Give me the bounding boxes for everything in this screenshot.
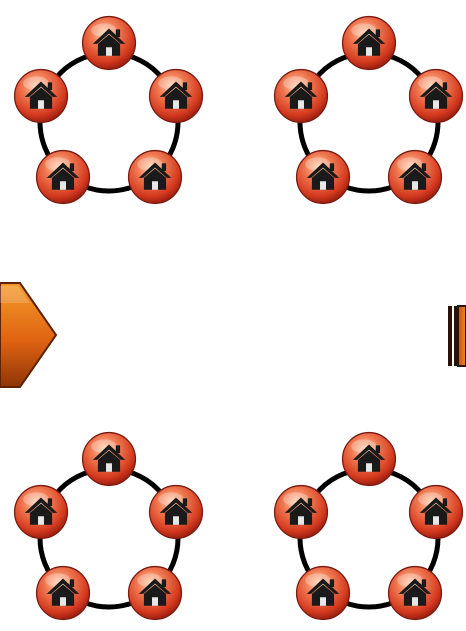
block-arrow-right-icon <box>448 305 466 367</box>
chevron-arrow-right-icon <box>0 282 58 388</box>
cluster-bottom-right <box>273 431 464 621</box>
house-node-icon <box>13 484 69 540</box>
house-node-icon <box>127 149 183 205</box>
house-node-icon <box>387 149 443 205</box>
house-node-icon <box>13 68 69 124</box>
cluster-bottom-left <box>13 431 204 621</box>
house-node-icon <box>408 68 464 124</box>
house-node-icon <box>81 431 137 487</box>
cluster-top-left <box>13 15 204 205</box>
house-node-icon <box>273 68 329 124</box>
cluster-top-right <box>273 15 464 205</box>
house-node-icon <box>273 484 329 540</box>
house-node-icon <box>35 565 91 621</box>
house-node-icon <box>148 68 204 124</box>
house-node-icon <box>387 565 443 621</box>
house-node-icon <box>295 149 351 205</box>
house-node-icon <box>148 484 204 540</box>
house-node-icon <box>341 15 397 71</box>
house-node-icon <box>341 431 397 487</box>
house-node-icon <box>127 565 183 621</box>
house-node-icon <box>408 484 464 540</box>
house-node-icon <box>35 149 91 205</box>
house-node-icon <box>81 15 137 71</box>
house-node-icon <box>295 565 351 621</box>
